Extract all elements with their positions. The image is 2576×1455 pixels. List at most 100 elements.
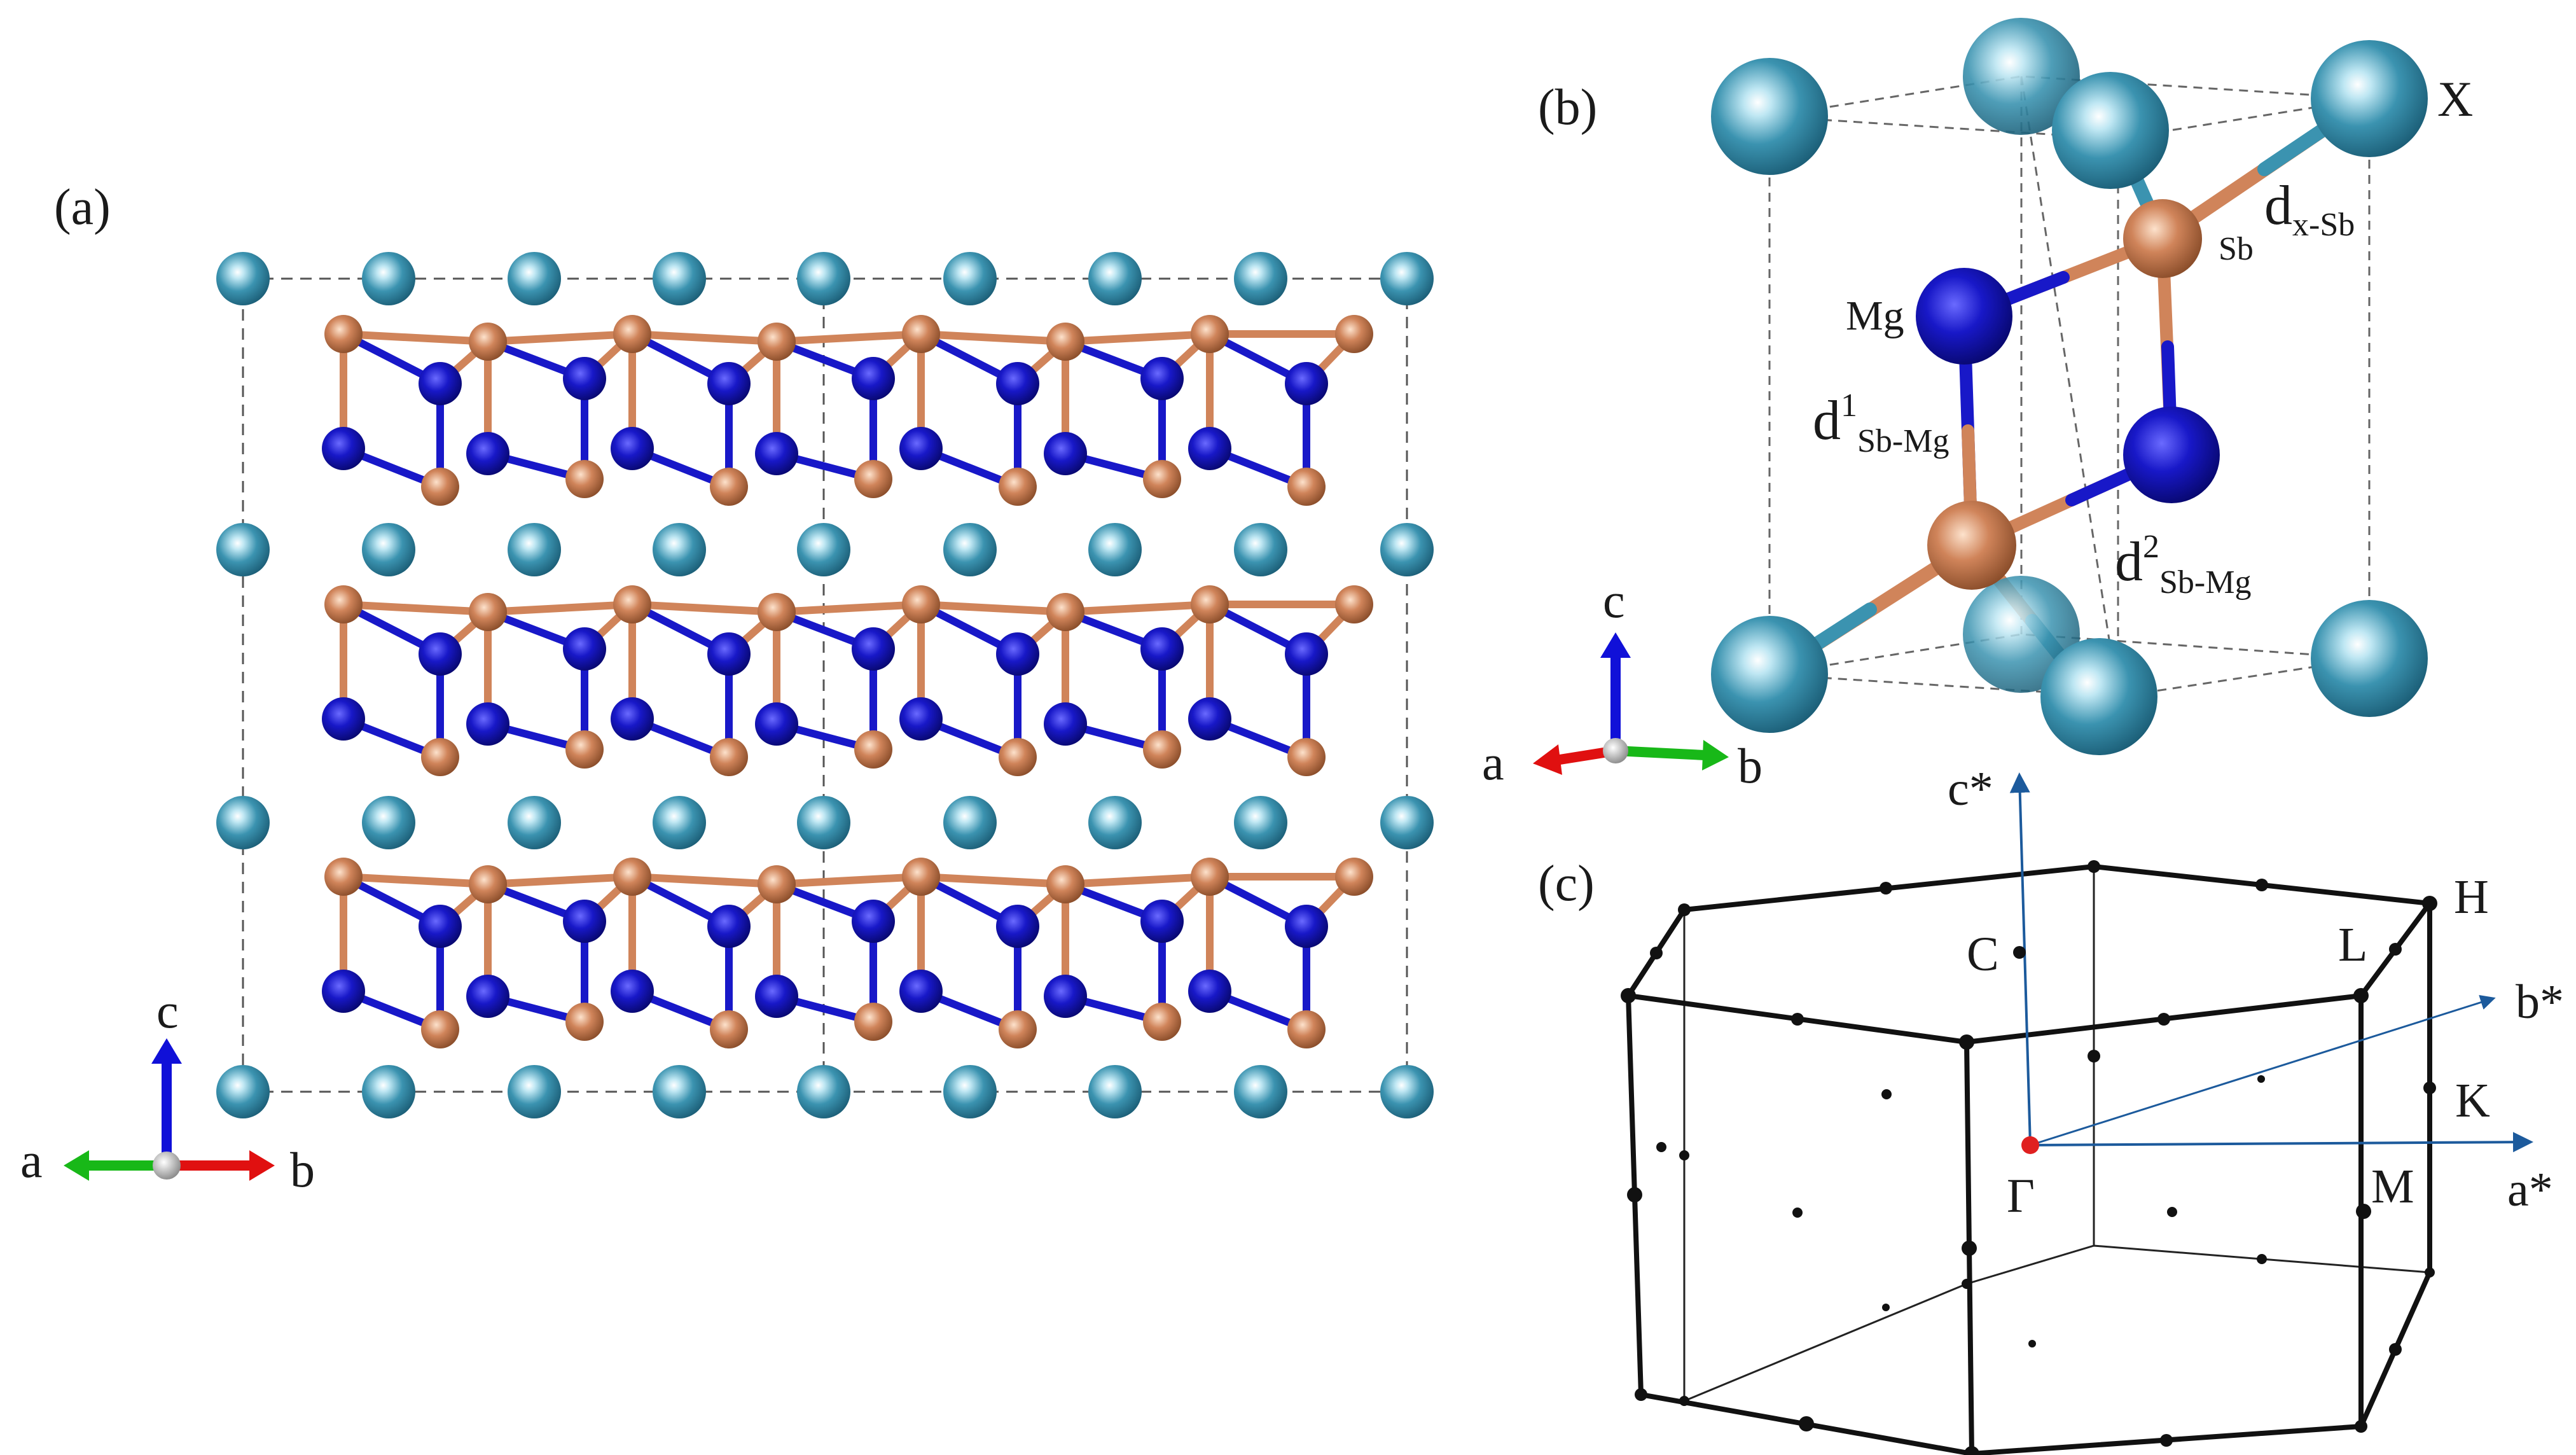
sb-atom xyxy=(902,585,940,623)
sb-atom xyxy=(1287,1010,1326,1048)
x-atom xyxy=(653,1065,706,1118)
bz-hidden-edges xyxy=(1640,867,2431,1402)
gamma-point xyxy=(2021,1136,2039,1154)
sb-atom xyxy=(469,323,507,361)
sb-atom xyxy=(565,730,604,769)
sb-atom xyxy=(324,858,363,896)
panel-label-c: (c) xyxy=(1538,856,1595,912)
c-star-label: c* xyxy=(1948,762,1993,816)
sb-atom xyxy=(854,460,892,498)
x-atom xyxy=(362,523,415,576)
mg-atom xyxy=(755,975,798,1018)
sb-atom xyxy=(565,1003,604,1041)
x-atom xyxy=(653,523,706,576)
mg-atom xyxy=(1044,975,1087,1018)
x-atom xyxy=(797,796,850,849)
bz-front-edges xyxy=(1626,864,2432,1455)
mg-atom xyxy=(1916,268,2012,365)
b-star-label: b* xyxy=(2516,975,2564,1029)
mg-atom xyxy=(419,632,462,676)
bz-point xyxy=(2088,860,2100,873)
sb-atom-label: Sb xyxy=(2219,231,2254,267)
sb-atom xyxy=(1191,858,1229,896)
panel-a-unit-cell xyxy=(242,277,1408,1093)
panel-a-atoms xyxy=(216,252,1434,1118)
x-atom xyxy=(216,1065,270,1118)
sb-atom xyxy=(421,468,459,506)
bz-point xyxy=(1621,988,1636,1003)
panel-b: (b) xyxy=(1482,18,2473,793)
x-atom xyxy=(2311,600,2428,717)
mg-atom xyxy=(707,632,751,676)
bz-point xyxy=(2257,1254,2267,1264)
m-point-label: M xyxy=(2371,1160,2414,1213)
sb-atom xyxy=(1287,468,1326,506)
sb-atom xyxy=(1287,738,1326,776)
bz-point xyxy=(2353,988,2369,1003)
x-atom xyxy=(943,252,997,305)
sb-atom xyxy=(758,593,796,631)
bz-point xyxy=(1792,1208,1803,1218)
mg-atom xyxy=(996,632,1039,676)
sb-atom xyxy=(710,1010,748,1048)
bz-point xyxy=(2389,943,2402,956)
mg-atom xyxy=(1285,362,1328,405)
mg-atom xyxy=(563,627,606,671)
h-point-label: H xyxy=(2454,870,2489,924)
sb-atom xyxy=(1335,585,1373,623)
mg-atom xyxy=(755,432,798,475)
bz-point xyxy=(1959,1034,1974,1050)
axis-label-a: a xyxy=(20,1132,43,1188)
mg-atom xyxy=(1188,427,1231,470)
bz-point xyxy=(1799,1416,1814,1431)
mg-atom xyxy=(322,970,365,1013)
sb-atom xyxy=(2123,199,2202,278)
sb-atom xyxy=(421,1010,459,1048)
mg-atom xyxy=(852,357,895,400)
bz-point xyxy=(2355,1420,2367,1433)
sb-atom xyxy=(710,738,748,776)
mg-atom xyxy=(419,362,462,405)
bz-point xyxy=(2422,896,2437,911)
sb-atom xyxy=(854,730,892,769)
sb-atom xyxy=(1335,315,1373,353)
panel-a: (a) c a b xyxy=(20,179,1434,1197)
sb-atom xyxy=(758,865,796,903)
mg-atom xyxy=(996,905,1039,948)
mg-atom xyxy=(322,697,365,741)
x-atom xyxy=(216,523,270,576)
bz-point xyxy=(2356,1204,2371,1219)
sb-atom xyxy=(1046,865,1084,903)
mg-atom xyxy=(707,362,751,405)
panel-label-a: (a) xyxy=(54,179,111,235)
x-atom xyxy=(362,796,415,849)
bz-point xyxy=(2425,1267,2435,1277)
sb-atom xyxy=(421,738,459,776)
mg-atom xyxy=(322,427,365,470)
reciprocal-axes xyxy=(2009,772,2533,1153)
bz-point xyxy=(2255,879,2268,891)
bz-point xyxy=(2028,1340,2036,1347)
mg-atom xyxy=(899,427,943,470)
sb-atom xyxy=(1143,730,1181,769)
bz-point xyxy=(2167,1207,2177,1217)
x-atom xyxy=(1088,252,1142,305)
sb-atom xyxy=(902,315,940,353)
a-star-label: a* xyxy=(2507,1163,2553,1216)
x-atom xyxy=(1234,1065,1287,1118)
axis-triad-b: c a b xyxy=(1482,573,1762,793)
sb-atom xyxy=(1335,858,1373,896)
origin-sphere xyxy=(153,1152,181,1180)
bz-point xyxy=(1650,947,1663,959)
axis-label-a: a xyxy=(1482,735,1504,790)
bz-point xyxy=(2389,1343,2402,1356)
d2-sb-mg-label: d2Sb-Mg xyxy=(2115,529,2251,601)
x-atom xyxy=(216,252,270,305)
d-x-sb-label: dx-Sb xyxy=(2264,175,2355,243)
axis-label-c: c xyxy=(1603,573,1625,628)
axis-label-b: b xyxy=(290,1142,315,1197)
x-atom xyxy=(797,523,850,576)
x-atom xyxy=(1234,252,1287,305)
x-atom xyxy=(1234,523,1287,576)
sb-atom xyxy=(1046,593,1084,631)
